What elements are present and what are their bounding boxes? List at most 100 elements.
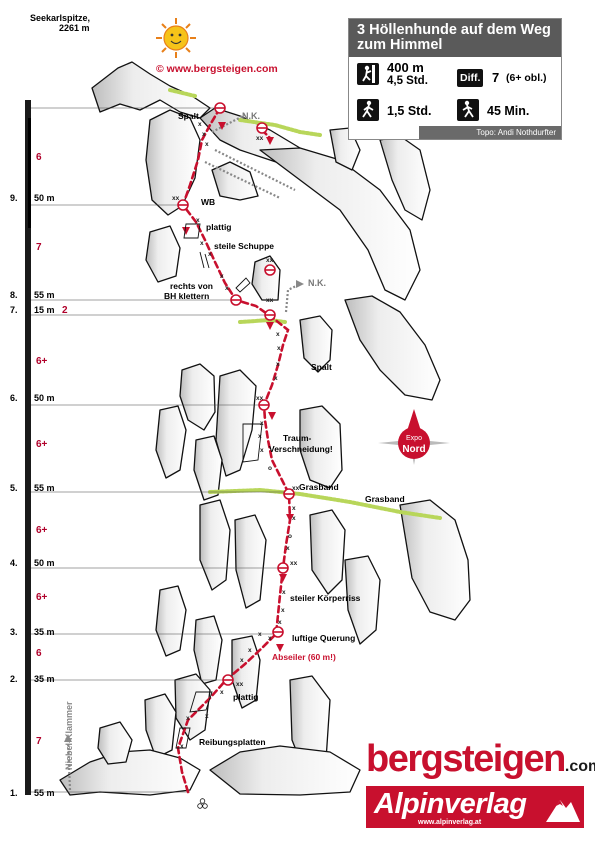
pitch-4-grade: 6+	[36, 525, 48, 536]
route-title: 3 Höllenhunde auf dem Weg zum Himmel	[349, 19, 561, 57]
pitch-8-length: 55 m	[34, 290, 55, 300]
stat-approach-time: 1,5 Std.	[387, 104, 432, 118]
svg-text:x: x	[282, 589, 286, 596]
bergsteigen-logo-text: bergsteigen	[366, 738, 566, 780]
svg-text:x: x	[205, 713, 209, 720]
alpinverlag-name: Alpinverlag	[374, 788, 527, 820]
label-koerperriss: steiler Körperriss	[290, 593, 361, 603]
compass-icon: Expo Nord	[378, 409, 450, 465]
escape-paths	[66, 114, 301, 791]
sun-face-icon	[156, 18, 196, 58]
summit-name: Seekarlspitze,	[30, 13, 90, 23]
pitch-3-num: 3.	[10, 627, 18, 637]
label-nk-mid: N.K.	[308, 278, 326, 288]
stat-descent-time: 45 Min.	[487, 104, 530, 118]
svg-text:x: x	[292, 515, 296, 522]
svg-text:x: x	[186, 715, 190, 722]
pitch-1-grade: 7	[36, 736, 42, 747]
alpinverlag-url: www.alpinverlag.at	[418, 819, 482, 826]
svg-text:xx: xx	[290, 560, 298, 567]
label-rechts-von-2: BH klettern	[164, 291, 209, 301]
label-steile-schuppe: steile Schuppe	[214, 241, 274, 251]
label-traum-2: Verschneidung!	[269, 444, 333, 454]
svg-text:x: x	[276, 331, 280, 338]
stat-climb-time: 4,5 Std.	[387, 75, 428, 87]
climber-icon	[357, 63, 379, 85]
svg-text:x: x	[196, 217, 200, 224]
belay-stations	[177, 102, 295, 686]
svg-text:x: x	[205, 141, 209, 148]
rappel-arrows	[182, 122, 294, 652]
pitch-9-num: 9.	[10, 193, 18, 203]
svg-text:x: x	[292, 505, 296, 512]
label-plattig-bottom: plattig	[233, 692, 259, 702]
pitch-9-length: 50 m	[34, 193, 55, 203]
svg-text:x: x	[278, 619, 282, 626]
svg-text:x: x	[208, 251, 212, 258]
alpinverlag-logo: Alpinverlag www.alpinverlag.at	[366, 786, 584, 828]
label-spalt-mid: Spalt	[311, 362, 332, 372]
pitch-7-grade: 2	[62, 305, 68, 316]
svg-text:xx: xx	[266, 257, 274, 264]
pitch-6-length: 50 m	[34, 393, 55, 403]
label-wb: WB	[201, 197, 215, 207]
svg-text:x: x	[198, 121, 202, 128]
escape-arrows	[64, 280, 304, 742]
svg-text:x: x	[240, 657, 244, 664]
compass-expo: Expo	[406, 435, 422, 442]
pitch-7-num: 7.	[10, 305, 18, 315]
pitch-scale	[25, 100, 31, 795]
label-spalt-top: Spalt	[178, 111, 199, 121]
label-nk-top: N.K.	[242, 111, 260, 121]
label-reibungsplatten: Reibungsplatten	[199, 737, 266, 747]
pitch-5-length: 55 m	[34, 483, 55, 493]
route-info-box: 3 Höllenhunde auf dem Weg zum Himmel 400…	[348, 18, 562, 140]
svg-text:x: x	[220, 689, 224, 696]
pitch-9-grade: 6	[36, 152, 42, 163]
pitch-4-length: 50 m	[34, 558, 55, 568]
svg-text:xx: xx	[256, 135, 264, 142]
svg-text:xx: xx	[266, 297, 274, 304]
stat-grade: 7	[492, 70, 500, 85]
summit-altitude: 2261 m	[59, 23, 90, 33]
pitch-6-grade: 6+	[36, 356, 48, 367]
svg-text:x: x	[200, 240, 204, 247]
label-grasband-1: Grasband	[299, 482, 339, 492]
pitch-5-num: 5.	[10, 483, 18, 493]
svg-text:xx: xx	[256, 395, 264, 402]
pitch-4-num: 4.	[10, 558, 18, 568]
pitch-grades: 7 6 6+ 6+ 6+ 6+ 2 7 6	[36, 152, 68, 747]
label-luftige-querung: luftige Querung	[292, 633, 355, 643]
copyright-text: © www.bergsteigen.com	[156, 63, 278, 75]
stat-length: 400 m	[387, 60, 424, 75]
label-traum-1: Traum-	[283, 433, 312, 443]
svg-text:x: x	[248, 647, 252, 654]
label-plattig-top: plattig	[206, 222, 232, 232]
svg-text:o: o	[268, 465, 272, 472]
pitch-1-num: 1.	[10, 788, 18, 798]
label-niebel-klammer: Niebel-Klammer	[64, 701, 74, 770]
svg-text:x: x	[276, 361, 280, 368]
pitch-lines	[31, 107, 288, 793]
pitch-5-grade: 6+	[36, 439, 48, 450]
label-rechts-von-1: rechts von	[170, 281, 213, 291]
svg-text:x: x	[258, 433, 262, 440]
topo-credit: Topo: Andi Nothdurfter	[419, 126, 561, 139]
svg-text:x: x	[277, 345, 281, 352]
svg-text:x: x	[286, 545, 290, 552]
bergsteigen-logo: bergsteigen.com	[366, 738, 595, 781]
svg-text:x: x	[202, 131, 206, 138]
diff-badge: Diff.	[457, 69, 484, 87]
svg-text:xx: xx	[172, 195, 180, 202]
svg-text:x: x	[225, 285, 229, 292]
hiker-down-icon	[457, 99, 479, 121]
pitch-7-length: 15 m	[34, 305, 55, 315]
pitch-6-num: 6.	[10, 393, 18, 403]
label-grasband-2: Grasband	[365, 494, 405, 504]
pitch-2-length: 35 m	[34, 674, 55, 684]
svg-text:o: o	[288, 533, 292, 540]
svg-text:x: x	[220, 273, 224, 280]
pitch-3-length: 35 m	[34, 627, 55, 637]
